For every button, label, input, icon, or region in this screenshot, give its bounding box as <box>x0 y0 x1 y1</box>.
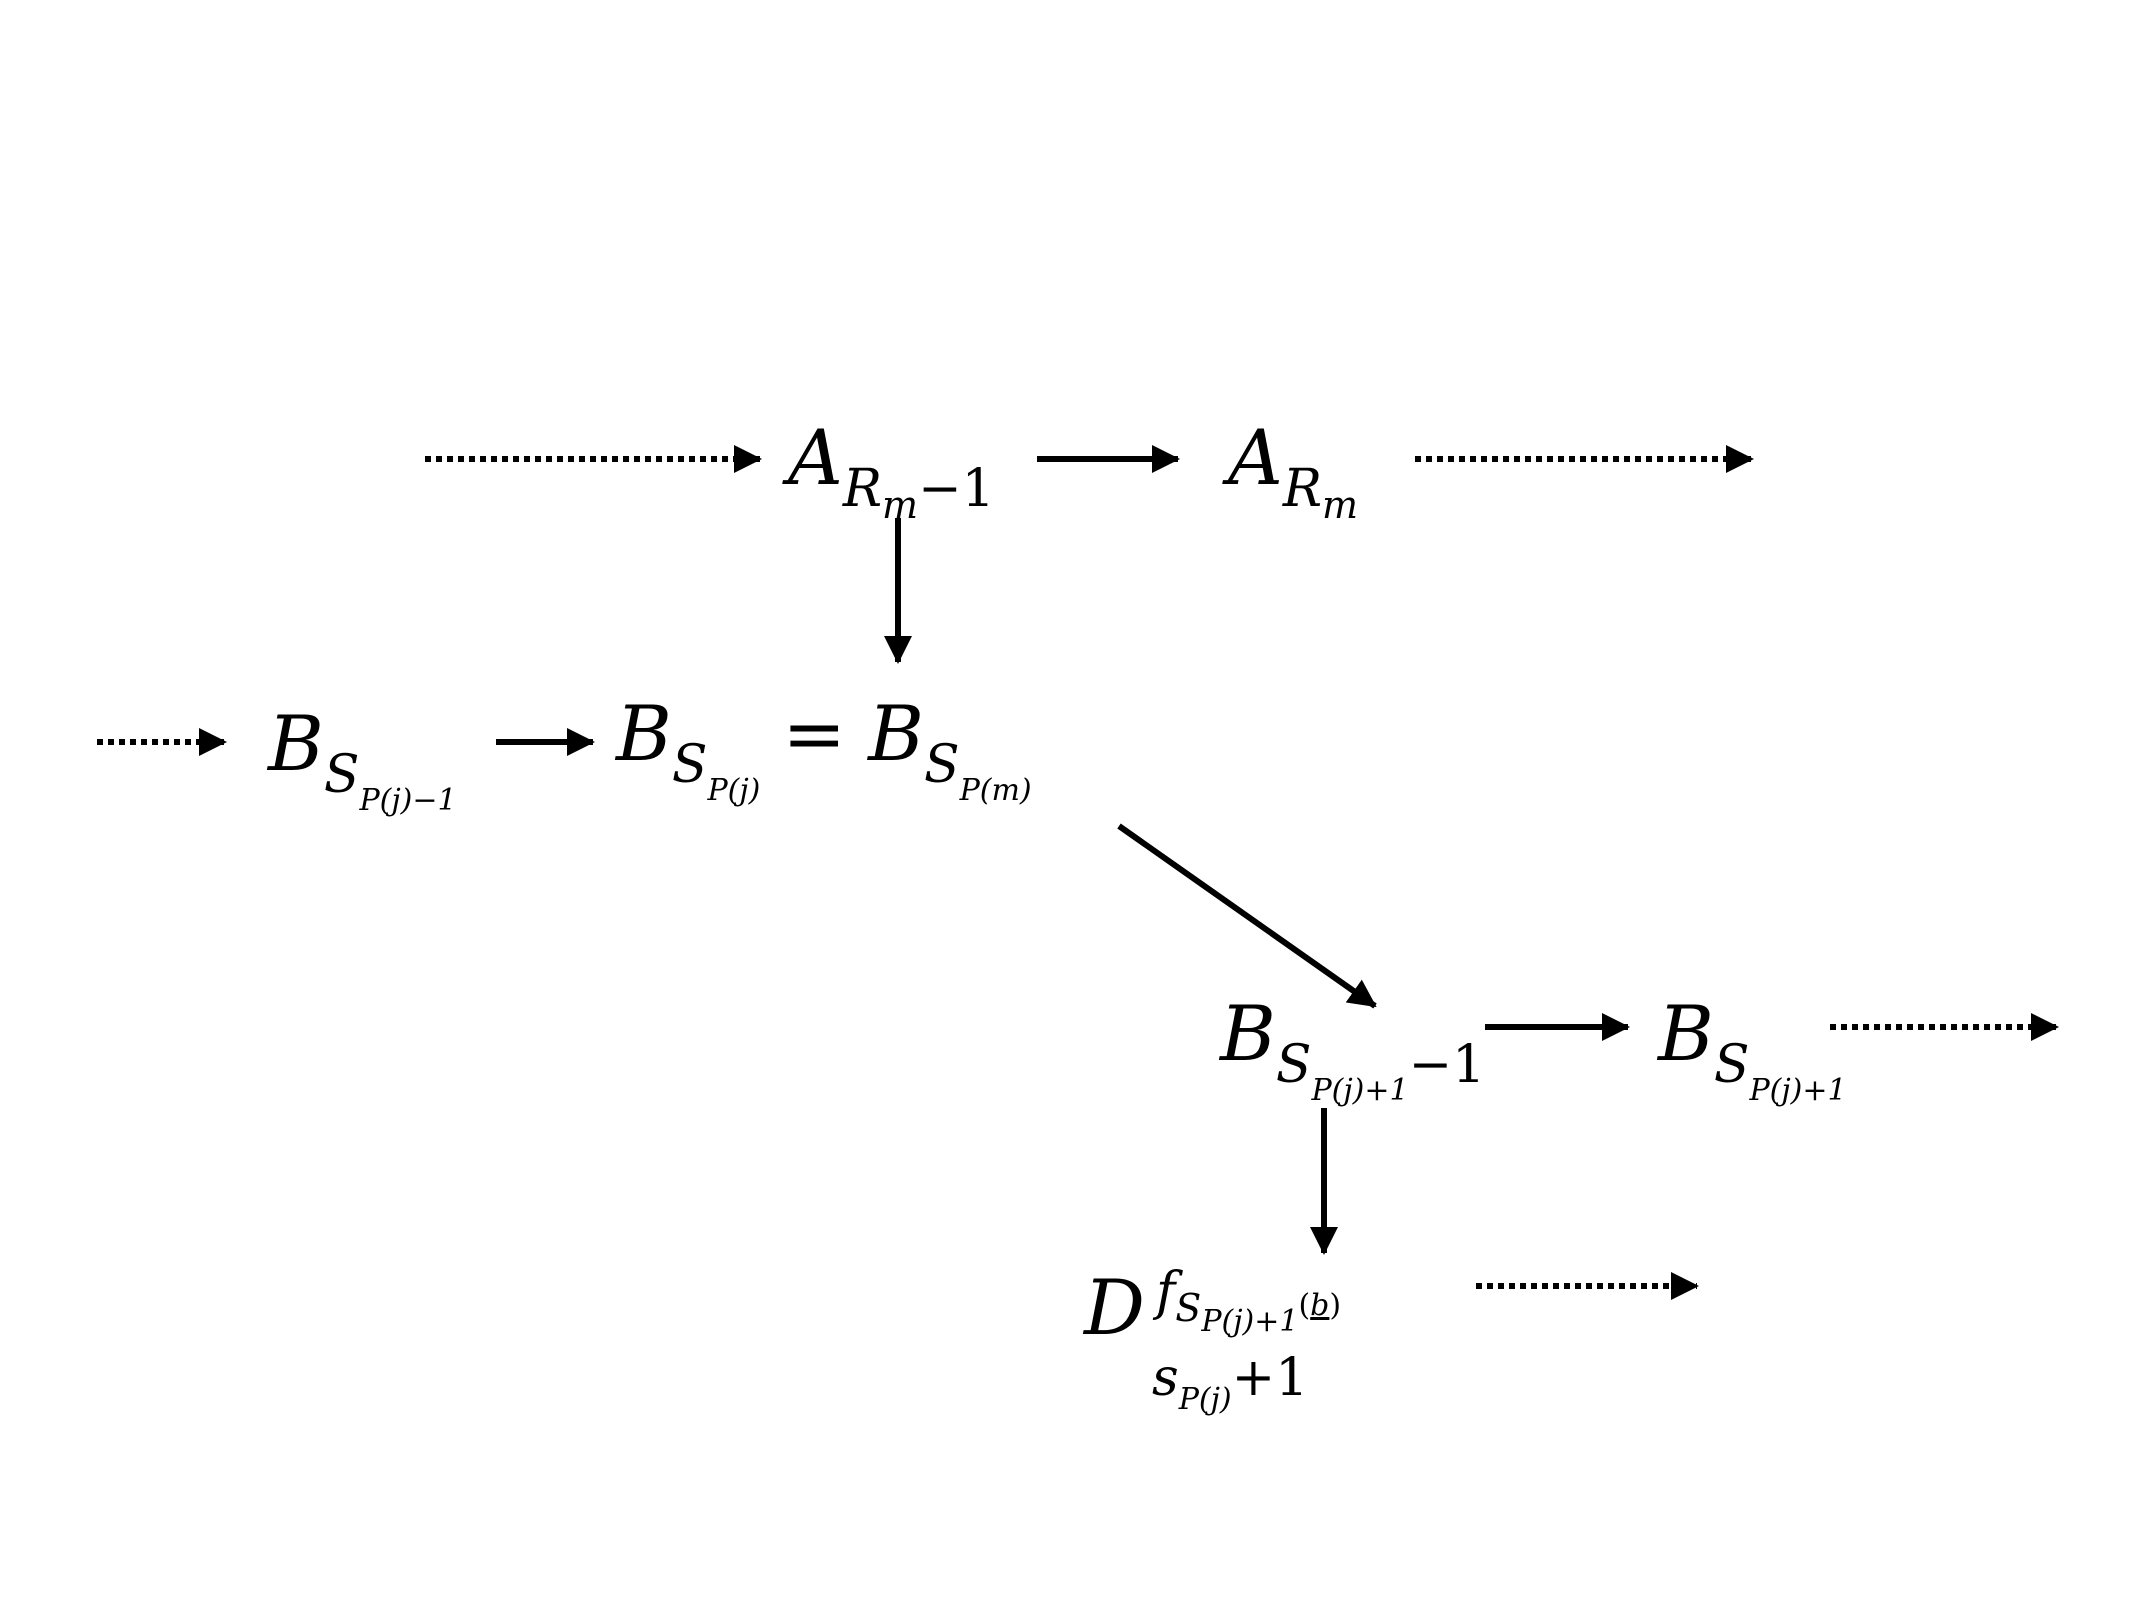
node-a-rm-minus-1-tail: −1 <box>918 459 995 519</box>
node-b-eq-left-sub: S <box>671 735 708 795</box>
node-d-sup-subsub: P(j)+1 <box>1201 1304 1299 1339</box>
node-b-eq-right-base: B <box>868 689 924 778</box>
node-d-sup-arg-close: ) <box>1329 1288 1342 1323</box>
node-b-next-subsub: P(j)+1 <box>1749 1073 1847 1108</box>
node-d-sup: f <box>1156 1262 1176 1322</box>
node-b-prev-base: B <box>268 699 324 788</box>
node-d-sup-arg-open: ( <box>1298 1288 1311 1323</box>
node-b-eq-left-base: B <box>616 689 672 778</box>
node-b-equality: BSP(j)=BSP(m) <box>616 696 1032 806</box>
node-a-rm-subsub: m <box>1322 483 1359 527</box>
node-b-eq-right-subsub: P(m) <box>959 773 1032 808</box>
node-b-next-minus-1-base: B <box>1220 989 1276 1078</box>
node-a-rm-minus-1-subsub: m <box>882 483 919 527</box>
node-a-rm-minus-1: ARm−1 <box>788 420 995 525</box>
arrow-diagonal <box>1117 823 1377 1009</box>
node-d-sub-sub: P(j) <box>1178 1382 1232 1417</box>
node-b-next-minus-1: BSP(j)+1−1 <box>1220 996 1485 1106</box>
node-b-next-minus-1-subsub: P(j)+1 <box>1311 1073 1409 1108</box>
node-b-next-sub: S <box>1713 1035 1750 1095</box>
node-d-sup-arg: b <box>1310 1288 1330 1323</box>
node-b-next-base: B <box>1658 989 1714 1078</box>
node-b-prev: BSP(j)−1 <box>268 706 457 816</box>
node-d: D fSP(j)+1(b) sP(j)+1 <box>1084 1266 1472 1420</box>
node-a-rm-sub: R <box>1282 459 1323 519</box>
node-a-rm: ARm <box>1228 420 1358 525</box>
node-b-prev-subsub: P(j)−1 <box>359 783 457 818</box>
node-d-sub: s <box>1152 1348 1179 1408</box>
node-b-prev-sub: S <box>323 745 360 805</box>
node-b-next: BSP(j)+1 <box>1658 996 1847 1106</box>
node-a-rm-base: A <box>1228 413 1283 502</box>
node-d-sup-sub: S <box>1175 1286 1202 1330</box>
node-b-eq-right-sub: S <box>923 735 960 795</box>
node-b-next-minus-1-sub: S <box>1275 1035 1312 1095</box>
node-d-base: D <box>1084 1263 1145 1352</box>
node-a-rm-minus-1-base: A <box>788 413 843 502</box>
equals-sign: = <box>782 689 847 778</box>
node-b-eq-left-subsub: P(j) <box>707 773 761 808</box>
node-b-next-minus-1-tail: −1 <box>1408 1035 1486 1095</box>
node-d-sub-tail: +1 <box>1231 1348 1309 1408</box>
node-a-rm-minus-1-sub: R <box>842 459 883 519</box>
